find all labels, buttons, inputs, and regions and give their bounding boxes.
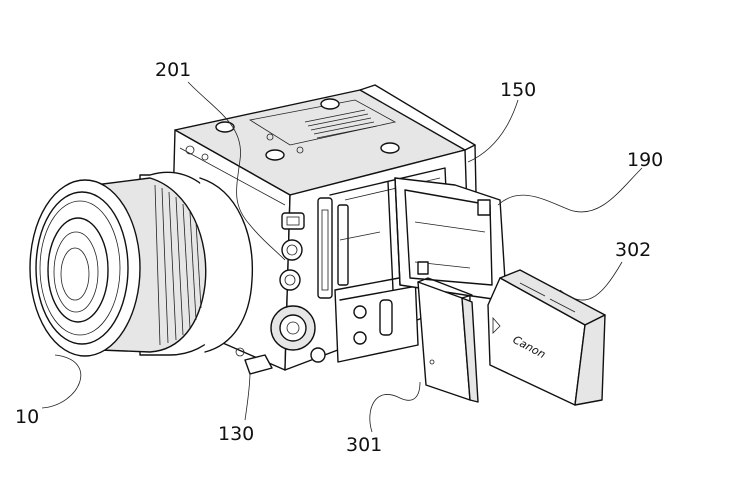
side-controls <box>279 197 349 299</box>
label-301: 301 <box>346 434 382 456</box>
label-130: 130 <box>218 423 254 445</box>
battery-cover-plate <box>417 277 479 403</box>
battery-pack: Canon <box>487 269 606 406</box>
label-10: 10 <box>15 406 39 428</box>
label-302: 302 <box>615 239 651 261</box>
label-190: 190 <box>627 149 663 171</box>
label-150: 150 <box>500 79 536 101</box>
battery-door <box>329 167 506 301</box>
top-plate <box>215 98 400 161</box>
leader-lines <box>41 81 643 433</box>
lens <box>29 171 254 357</box>
focus-ring-knurling <box>154 184 202 346</box>
grip-dial <box>235 305 326 375</box>
label-201: 201 <box>155 59 191 81</box>
